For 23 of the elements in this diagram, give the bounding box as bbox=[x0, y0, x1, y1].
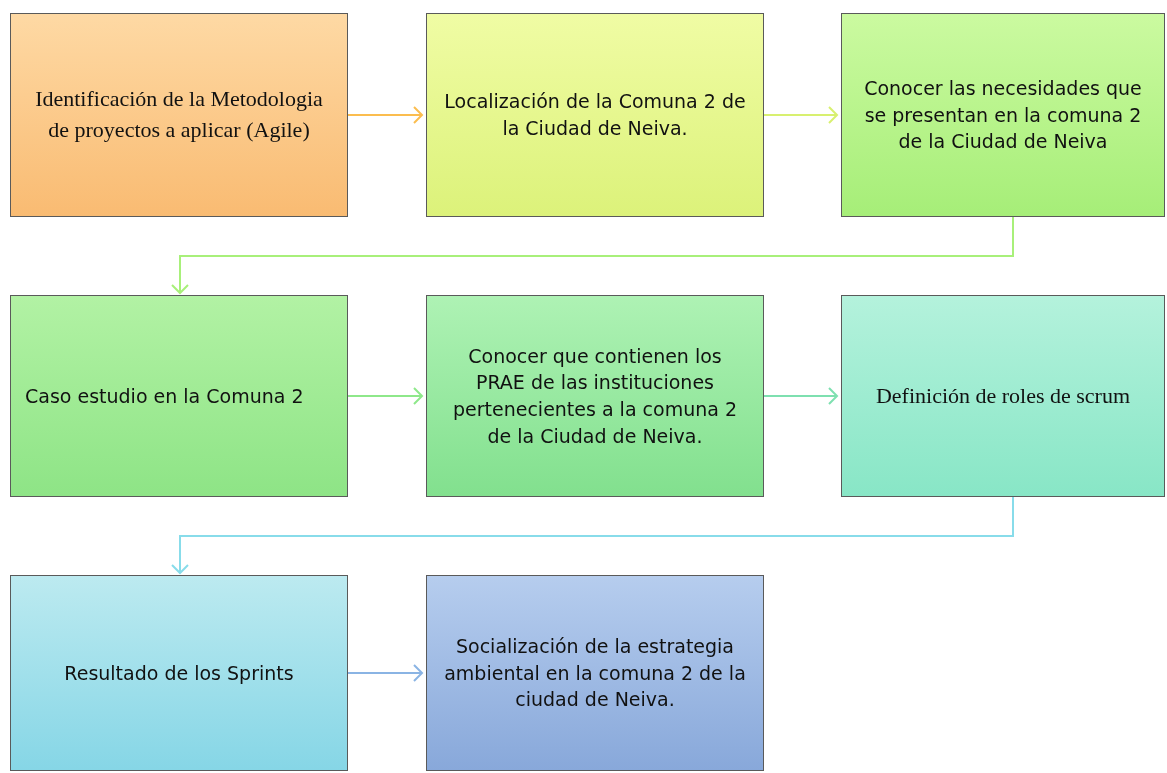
arrow bbox=[347, 106, 423, 124]
process-box bbox=[841, 13, 1165, 217]
process-box bbox=[10, 295, 348, 497]
process-box bbox=[426, 295, 764, 497]
arrow bbox=[763, 387, 838, 405]
process-box bbox=[10, 13, 348, 217]
box-label: Identificación de la Metodologia de proyectos a aplicar (Agile) bbox=[34, 85, 324, 144]
box-label: Caso estudio en la Comuna 2 bbox=[25, 383, 304, 409]
arrow bbox=[347, 387, 423, 405]
box-label: Resultado de los Sprints bbox=[64, 660, 294, 686]
process-box bbox=[841, 295, 1165, 497]
arrow bbox=[171, 496, 1014, 574]
arrow bbox=[347, 664, 423, 682]
arrow bbox=[171, 216, 1014, 294]
process-box bbox=[426, 13, 764, 217]
box-label: Definición de roles de scrum bbox=[875, 381, 1131, 410]
box-label: Localización de la Comuna 2 de la Ciudad de Neiva. bbox=[443, 89, 747, 141]
process-box bbox=[426, 575, 764, 771]
box-label: Conocer las necesidades que se presentan en la comuna 2 de la Ciudad de Neiva bbox=[863, 76, 1143, 155]
arrow bbox=[763, 106, 838, 124]
box-label: Socialización de la estrategia ambiental en la comuna 2 de la ciudad de Neiva. bbox=[443, 634, 747, 713]
process-box bbox=[10, 575, 348, 771]
box-label: Conocer que contienen los PRAE de las instituciones pertenecientes a la comuna 2 de la Ciudad de Neiva. bbox=[451, 343, 738, 449]
